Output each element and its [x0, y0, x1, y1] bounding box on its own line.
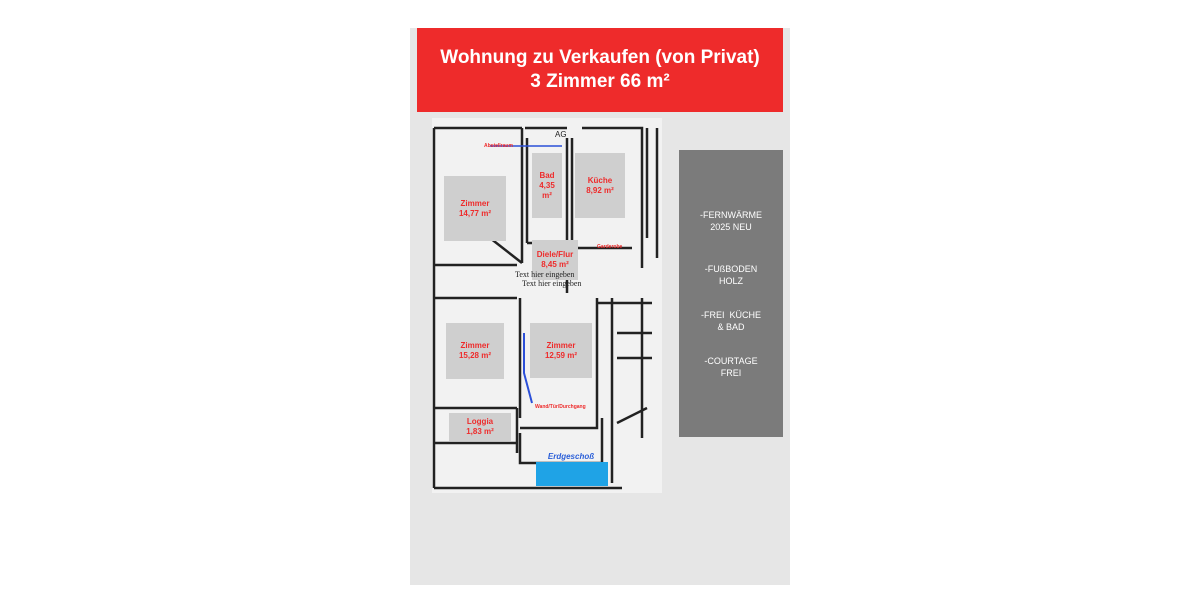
- feature-courtage: -COURTAGE: [704, 356, 758, 366]
- feature-fernwaerme-detail: 2025 NEU: [710, 222, 752, 232]
- room-name: Diele/Flur: [536, 250, 574, 259]
- room-area: 14,77 m²: [458, 208, 492, 218]
- label-erdgeschoss: Erdgeschoß: [547, 452, 595, 461]
- floor-plan-walls: [432, 126, 659, 490]
- room-name: Küche: [587, 175, 613, 185]
- room-area: 8,45 m²: [541, 260, 569, 269]
- text-placeholder-2: Text hier eingeben: [522, 279, 582, 288]
- label-wand-tuer-durchgang: Wand/Tür/Durchgang: [535, 404, 586, 410]
- feature-courtage-detail: FREI: [720, 368, 742, 378]
- room-area: 8,92 m²: [586, 185, 614, 195]
- room-name: Zimmer: [460, 198, 490, 208]
- feature-fussboden-detail: HOLZ: [718, 276, 743, 286]
- wall-door-arrow: [523, 333, 533, 404]
- label-ag: AG: [555, 130, 567, 139]
- room-area: 4,35: [539, 180, 555, 190]
- room-area: 1,83 m²: [466, 427, 494, 436]
- room-name: Zimmer: [460, 341, 490, 350]
- feature-fussboden: -FUßBODEN: [704, 264, 758, 274]
- title-line-2: 3 Zimmer 66 m²: [530, 71, 670, 92]
- feature-frei-kueche-detail: & BAD: [717, 322, 745, 332]
- label-garderobe: Garderobe: [597, 244, 623, 250]
- feature-frei-kueche: -FREI KÜCHE: [700, 310, 761, 320]
- text-placeholder-1: Text hier eingeben: [515, 270, 575, 279]
- erdgeschoss-marker: [536, 462, 608, 486]
- title-banner: Wohnung zu Verkaufen (von Privat) 3 Zimm…: [417, 28, 783, 112]
- room-area: 15,28 m²: [458, 351, 492, 360]
- feature-fernwaerme: -FERNWÄRME: [700, 210, 762, 220]
- label-abstellraum: Abstellraum: [484, 143, 513, 149]
- room-name: Bad: [539, 170, 555, 180]
- room-unit: m²: [542, 190, 552, 200]
- room-name: Loggia: [466, 417, 494, 426]
- features-panel: -FERNWÄRME 2025 NEU -FUßBODEN HOLZ -FREI…: [679, 150, 783, 437]
- room-area: 12,59 m²: [544, 350, 578, 360]
- title-line-1: Wohnung zu Verkaufen (von Privat): [440, 47, 760, 68]
- room-name: Zimmer: [546, 340, 576, 350]
